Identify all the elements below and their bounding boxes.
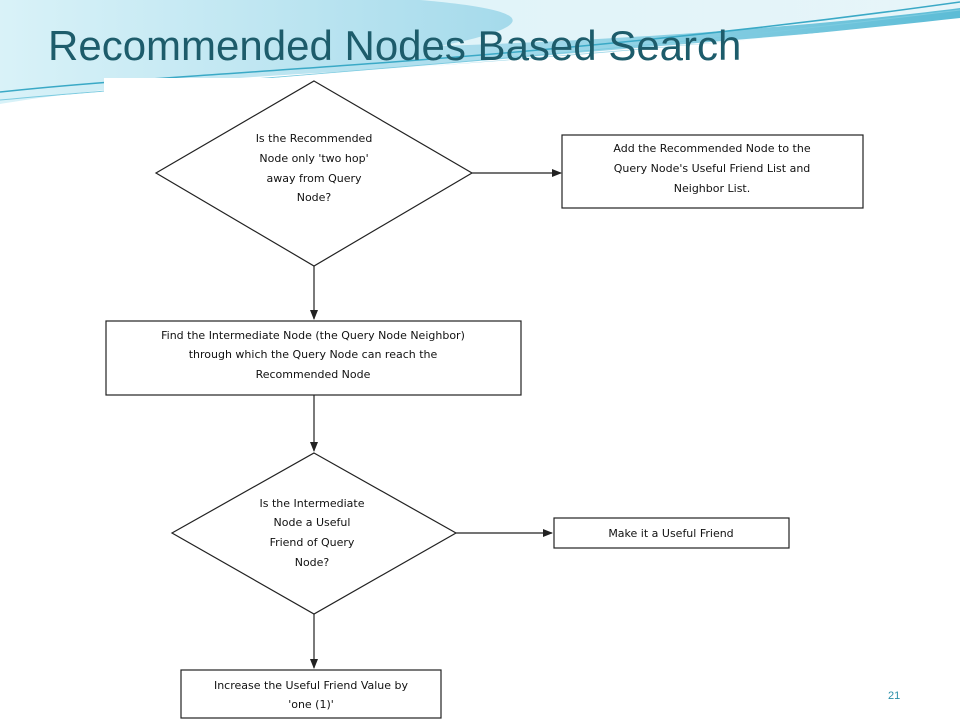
decision-two-hop-line-2: Node only 'two hop' (259, 152, 368, 165)
process-increase-value-line-1: Increase the Useful Friend Value by (214, 679, 409, 692)
decision-two-hop-line-4: Node? (297, 191, 332, 204)
process-make-friend: Make it a Useful Friend (553, 517, 790, 549)
process-add-node-line-1: Add the Recommended Node to the (613, 142, 810, 155)
decision-useful-friend-line-4: Node? (295, 556, 330, 569)
decision-two-hop: Is the Recommended Node only 'two hop' a… (154, 80, 474, 267)
process-increase-value: Increase the Useful Friend Value by 'one… (180, 669, 442, 719)
process-find-intermediate-line-3: Recommended Node (256, 368, 371, 381)
decision-useful-friend: Is the Intermediate Node a Useful Friend… (170, 452, 458, 615)
process-find-intermediate-line-2: through which the Query Node can reach t… (189, 348, 438, 361)
process-make-friend-line-1: Make it a Useful Friend (608, 527, 733, 540)
process-increase-value-line-2: 'one (1)' (288, 698, 334, 711)
decision-two-hop-line-1: Is the Recommended (256, 132, 373, 145)
decision-useful-friend-line-1: Is the Intermediate (260, 497, 365, 510)
process-add-node: Add the Recommended Node to the Query No… (561, 134, 864, 209)
process-add-node-line-3: Neighbor List. (674, 182, 750, 195)
page-number: 21 (888, 690, 901, 702)
decision-useful-friend-line-3: Friend of Query (270, 536, 355, 549)
process-find-intermediate: Find the Intermediate Node (the Query No… (105, 320, 522, 396)
process-find-intermediate-line-1: Find the Intermediate Node (the Query No… (161, 329, 465, 342)
decision-two-hop-line-3: away from Query (266, 172, 361, 185)
process-add-node-line-2: Query Node's Useful Friend List and (614, 162, 811, 175)
decision-useful-friend-line-2: Node a Useful (274, 516, 351, 529)
slide-title: Recommended Nodes Based Search (48, 22, 742, 69)
